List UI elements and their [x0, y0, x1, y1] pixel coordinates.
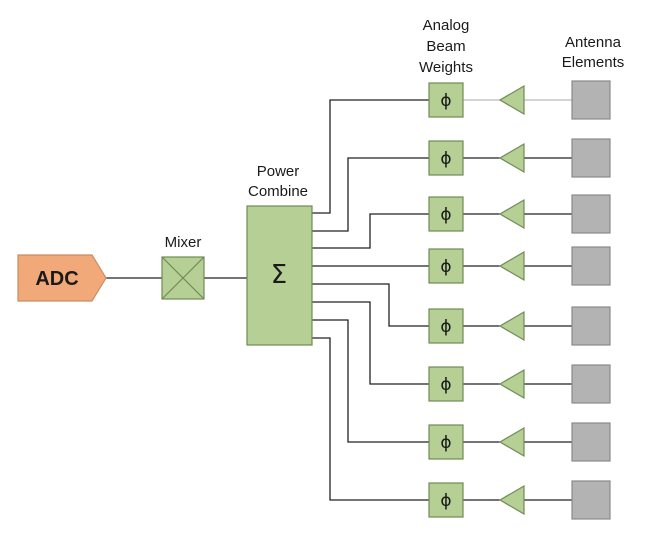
phase-shifter-1 — [428, 82, 464, 118]
adc-shape — [17, 254, 107, 302]
antenna-header-line1: Antenna — [565, 34, 622, 51]
weights-header-line2: Beam — [426, 38, 465, 55]
amplifier-1 — [498, 84, 525, 116]
phase-shifter-6 — [428, 366, 464, 402]
phase-symbol-1: ϕ — [440, 91, 451, 111]
phase-symbol-5: ϕ — [440, 317, 451, 337]
weights-header-line3: Weights — [419, 59, 473, 76]
phase-symbol-4: ϕ — [440, 257, 451, 277]
phase-shifter-4 — [428, 248, 464, 284]
wire-channel-6 — [312, 301, 429, 385]
wire-channel-3 — [312, 213, 429, 249]
antenna-element-2 — [571, 138, 611, 178]
amplifier-5 — [498, 310, 525, 342]
wire-channel-1 — [312, 99, 429, 214]
antenna-element-7 — [571, 422, 611, 462]
weights-header-line1: Analog — [423, 17, 470, 34]
wire-channel-2 — [312, 157, 429, 232]
sum-symbol: Σ — [271, 260, 287, 290]
amplifier-8 — [498, 484, 525, 516]
wire-channel-8 — [312, 337, 429, 501]
phase-shifter-5 — [428, 308, 464, 344]
mixer-label: Mixer — [165, 234, 202, 251]
power-combine-label-line1: Power — [257, 163, 300, 180]
power-combiner-block: Σ — [246, 205, 313, 346]
amplifier-3 — [498, 198, 525, 230]
antenna-header-line2: Elements — [562, 54, 625, 71]
phase-symbol-2: ϕ — [440, 149, 451, 169]
wire-channel-5 — [312, 283, 429, 327]
channel-wires — [312, 99, 572, 501]
channel-components: ϕ ϕ ϕ ϕ ϕ ϕ ϕ ϕ — [428, 80, 611, 520]
antenna-element-8 — [571, 480, 611, 520]
phase-shifter-3 — [428, 196, 464, 232]
antenna-element-6 — [571, 364, 611, 404]
phase-shifter-8 — [428, 482, 464, 518]
phase-symbol-3: ϕ — [440, 205, 451, 225]
phase-symbol-7: ϕ — [440, 433, 451, 453]
amplifier-4 — [498, 250, 525, 282]
amplifier-2 — [498, 142, 525, 174]
antenna-element-5 — [571, 306, 611, 346]
antenna-element-1 — [571, 80, 611, 120]
phase-shifter-2 — [428, 140, 464, 176]
antenna-element-3 — [571, 194, 611, 234]
power-combiner-box — [246, 205, 313, 346]
phase-shifter-7 — [428, 424, 464, 460]
mixer-block — [161, 256, 205, 300]
power-combine-label-line2: Combine — [248, 183, 308, 200]
phase-symbol-6: ϕ — [440, 375, 451, 395]
phase-symbol-8: ϕ — [440, 491, 451, 511]
wire-channel-7 — [312, 319, 429, 443]
antenna-element-4 — [571, 246, 611, 286]
adc-label: ADC — [35, 268, 78, 290]
mixer-cross-b — [161, 256, 205, 300]
amplifier-7 — [498, 426, 525, 458]
adc-block: ADC — [17, 254, 107, 302]
amplifier-6 — [498, 368, 525, 400]
